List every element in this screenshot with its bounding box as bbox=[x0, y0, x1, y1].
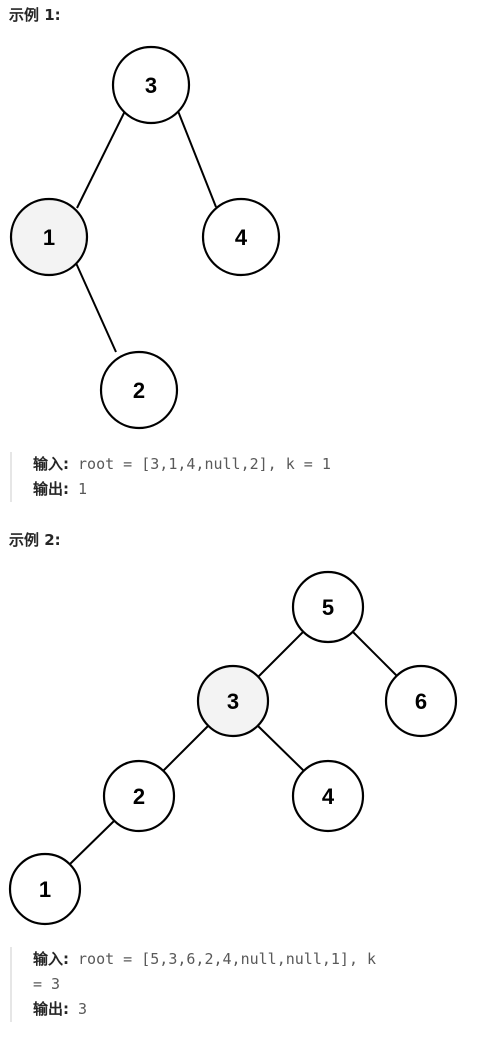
output-label: 输出: bbox=[33, 480, 69, 498]
tree-edge bbox=[257, 725, 305, 772]
svg-text:5: 5 bbox=[322, 595, 334, 620]
input-value-continued: = 3 bbox=[33, 975, 61, 993]
tree-edge bbox=[257, 631, 304, 678]
example-1-io-block: 输入: root = [3,1,4,null,2], k = 1 输出: 1 bbox=[10, 452, 331, 502]
tree-node-1: 1 bbox=[9, 197, 89, 277]
svg-text:3: 3 bbox=[145, 73, 157, 98]
tree-edge bbox=[352, 631, 398, 677]
svg-text:4: 4 bbox=[235, 225, 248, 250]
example-2-io-block: 输入: root = [5,3,6,2,4,null,null,1], k = … bbox=[10, 947, 376, 1022]
tree-edge bbox=[76, 110, 126, 209]
example-2-tree-diagram: 5 3 6 2 4 1 bbox=[8, 570, 458, 926]
input-value: root = [5,3,6,2,4,null,null,1], k bbox=[78, 950, 377, 968]
svg-text:4: 4 bbox=[322, 784, 335, 809]
svg-text:3: 3 bbox=[227, 689, 239, 714]
example-2-title: 示例 2: bbox=[9, 531, 61, 549]
svg-text:2: 2 bbox=[133, 378, 145, 403]
input-label: 输入: bbox=[33, 455, 69, 473]
tree-node-2: 2 bbox=[102, 759, 176, 833]
tree-node-3: 3 bbox=[111, 45, 191, 125]
tree-node-4: 4 bbox=[201, 197, 281, 277]
output-value: 3 bbox=[78, 1000, 88, 1018]
tree-node-4: 4 bbox=[291, 759, 365, 833]
svg-text:6: 6 bbox=[415, 689, 427, 714]
output-value: 1 bbox=[78, 480, 88, 498]
tree-edge bbox=[75, 262, 117, 353]
input-line-continued: = 3 bbox=[33, 972, 376, 997]
tree-edge bbox=[177, 110, 217, 208]
input-line: 输入: root = [3,1,4,null,2], k = 1 bbox=[33, 452, 331, 477]
input-label: 输入: bbox=[33, 950, 69, 968]
tree-node-1: 1 bbox=[8, 852, 82, 926]
tree-node-5: 5 bbox=[291, 570, 365, 644]
output-line: 输出: 3 bbox=[33, 997, 376, 1022]
tree-node-2: 2 bbox=[99, 350, 179, 430]
tree-edge bbox=[162, 725, 209, 772]
example-1-tree-diagram: 3 1 4 2 bbox=[9, 45, 281, 430]
input-line: 输入: root = [5,3,6,2,4,null,null,1], k bbox=[33, 947, 376, 972]
svg-text:2: 2 bbox=[133, 784, 145, 809]
tree-edge bbox=[69, 820, 115, 865]
output-label: 输出: bbox=[33, 1000, 69, 1018]
tree-node-3: 3 bbox=[196, 664, 270, 738]
tree-node-6: 6 bbox=[384, 664, 458, 738]
svg-text:1: 1 bbox=[43, 225, 55, 250]
svg-text:1: 1 bbox=[39, 877, 51, 902]
output-line: 输出: 1 bbox=[33, 477, 331, 502]
example-1-title: 示例 1: bbox=[9, 6, 61, 24]
input-value: root = [3,1,4,null,2], k = 1 bbox=[78, 455, 331, 473]
